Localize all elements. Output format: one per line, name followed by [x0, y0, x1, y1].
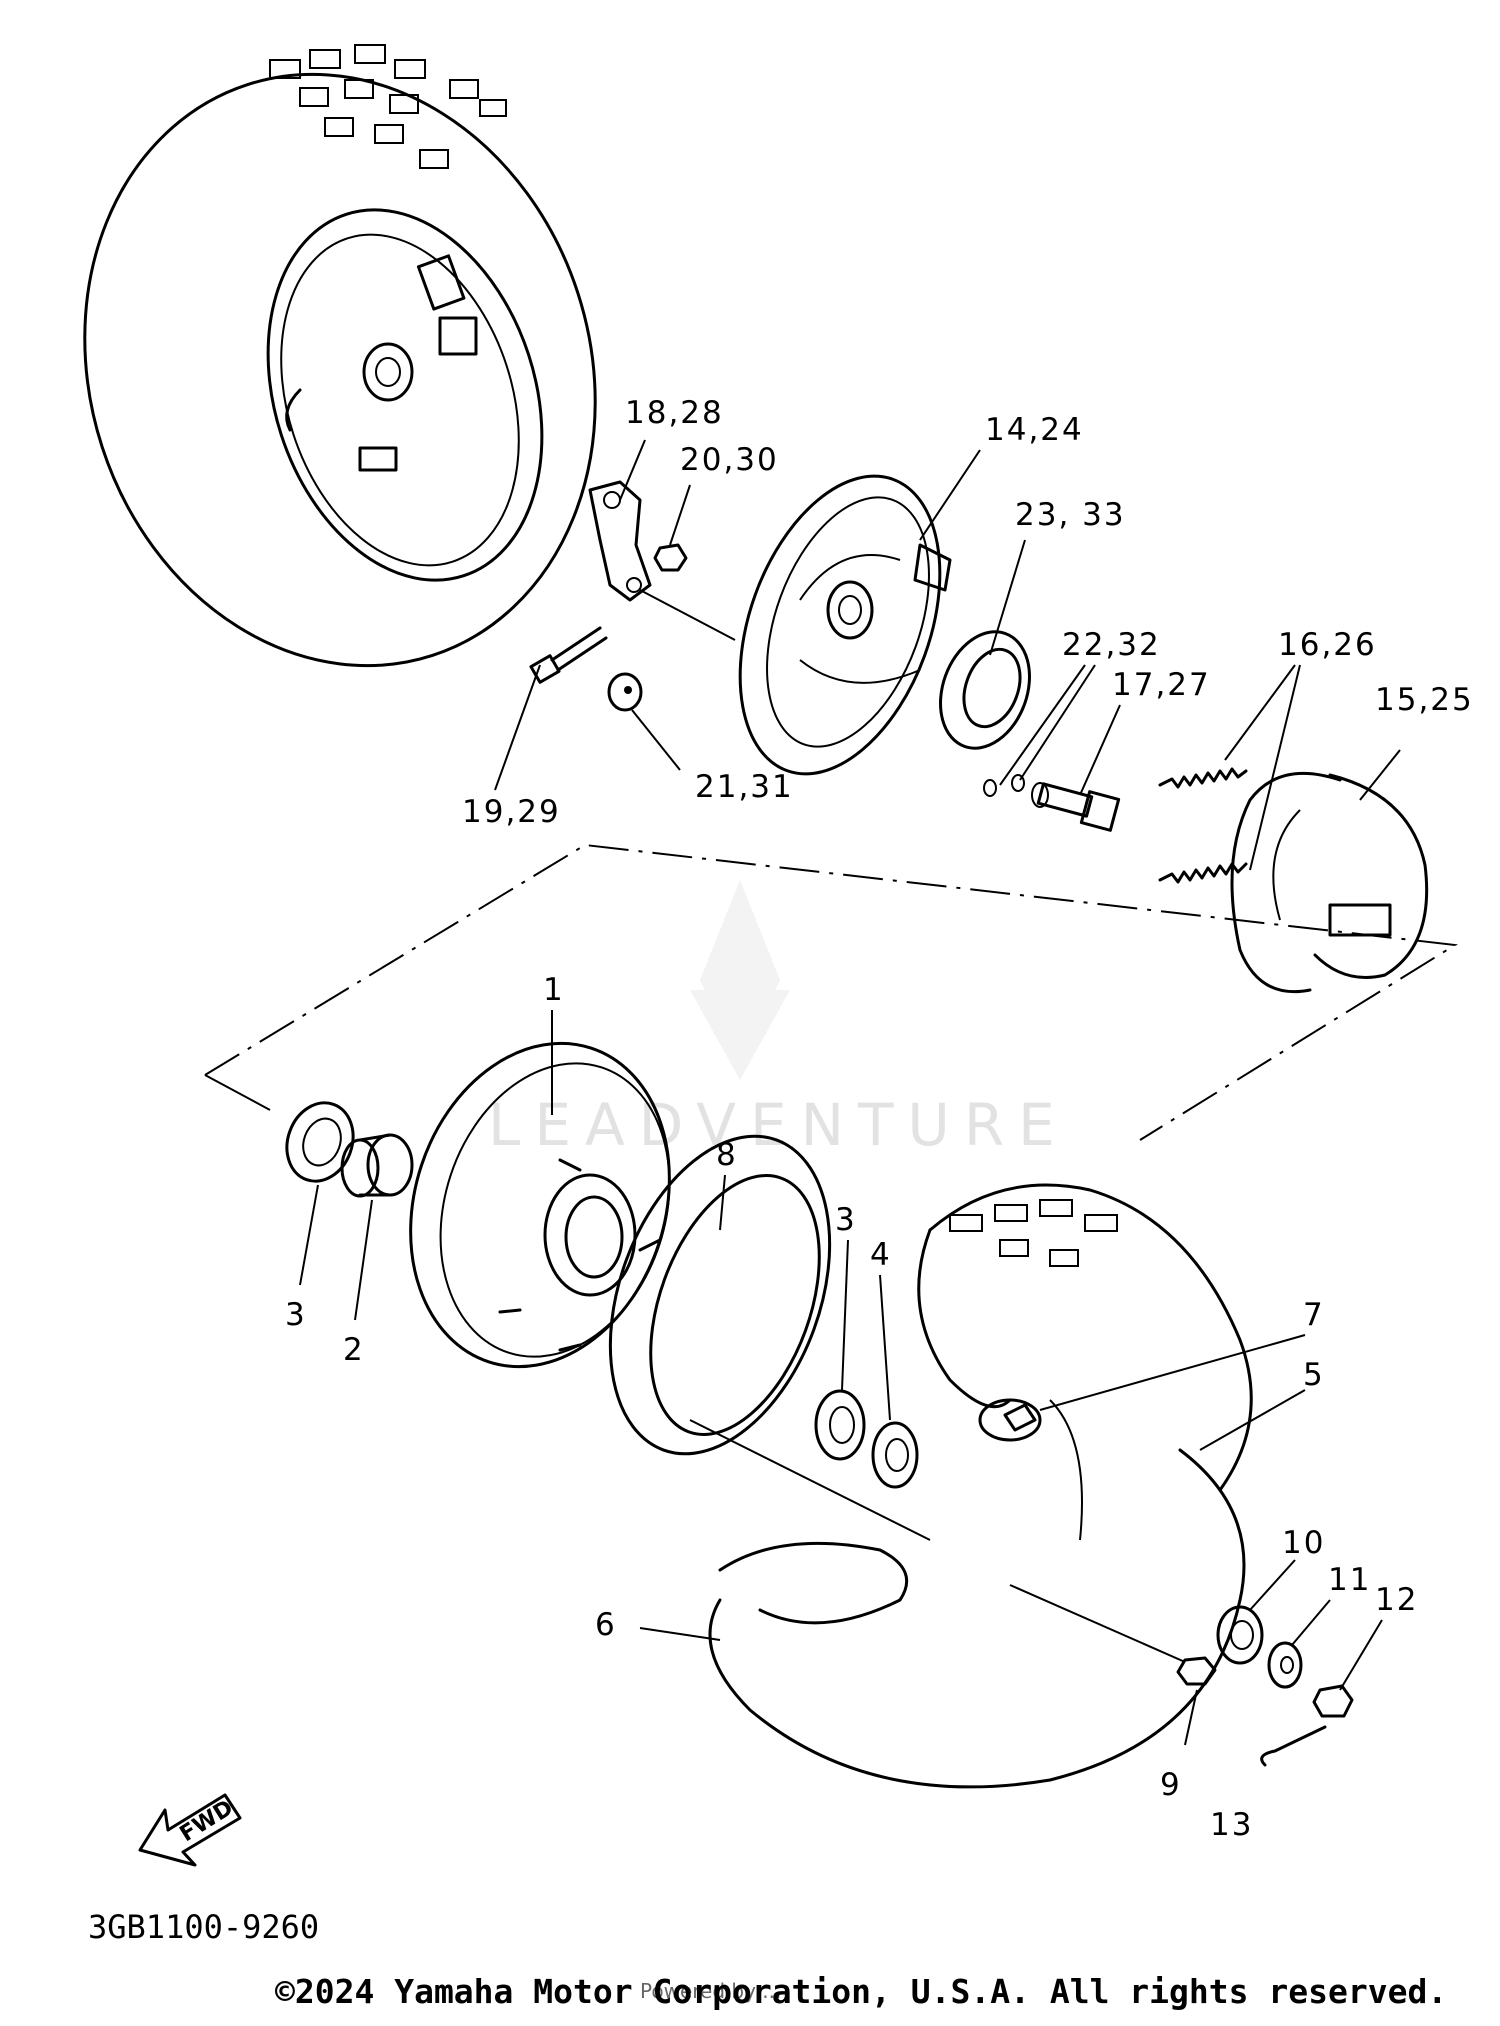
callout-22-32: 22,32	[1062, 627, 1161, 663]
callout-16-26: 16,26	[1278, 627, 1377, 663]
assembly-outline	[204, 843, 1458, 1141]
callout-20-30: 20,30	[680, 442, 779, 478]
callout-21-31: 21,31	[695, 769, 794, 805]
callout-19-29: 19,29	[462, 794, 561, 830]
callout-17-27: 17,27	[1112, 667, 1211, 703]
diagram-code: 3GB1100-9260	[88, 1908, 319, 1946]
callout-3-right: 3	[835, 1202, 857, 1238]
callout-14-24: 14,24	[985, 412, 1084, 448]
callout-4: 4	[870, 1237, 892, 1273]
nut-drawing	[653, 543, 688, 572]
brake-cam-drawing	[1031, 782, 1121, 832]
callout-7: 7	[1303, 1297, 1325, 1333]
brake-drum-hub-drawing	[409, 1041, 671, 1369]
callout-1: 1	[543, 972, 565, 1008]
hub-band-drawing	[608, 1134, 832, 1456]
axle-nut-drawing	[1176, 1656, 1217, 1686]
bearing-left-drawing	[285, 1101, 355, 1183]
tire-assembly-drawing	[83, 44, 597, 668]
springs-drawing	[1158, 767, 1248, 884]
bolt-drawing	[529, 626, 608, 684]
cotter-pin-drawing	[1260, 1725, 1327, 1767]
callout-5: 5	[1303, 1357, 1325, 1393]
watermark-text: LEADVENTURE	[488, 1091, 1069, 1159]
callout-8: 8	[716, 1137, 738, 1173]
spacer-collar-drawing	[340, 1133, 414, 1198]
callout-2: 2	[343, 1332, 365, 1368]
callout-15-25: 15,25	[1375, 682, 1474, 718]
assembly-outline-left	[204, 1074, 271, 1111]
valve-drawing	[1003, 1403, 1037, 1432]
callout-9: 9	[1160, 1767, 1182, 1803]
axle-line	[689, 1419, 931, 1541]
callout-10: 10	[1282, 1525, 1325, 1561]
copyright-notice: ©2024 Yamaha Motor Corporation, U.S.A. A…	[275, 1972, 1447, 2011]
o-rings-drawing	[983, 774, 1025, 797]
axle-line-right	[1009, 1584, 1186, 1663]
washer-small-drawing	[1267, 1641, 1303, 1689]
callout-3-left: 3	[285, 1297, 307, 1333]
bearing-small-drawing	[1216, 1605, 1264, 1665]
callout-6: 6	[595, 1607, 617, 1643]
leader-lines	[299, 439, 1401, 1746]
brake-shoes-drawing	[1230, 771, 1429, 994]
callout-18-28: 18,28	[625, 395, 724, 431]
seal-right-drawing	[871, 1421, 919, 1489]
oil-seal-drawing	[939, 630, 1031, 750]
wheel-rim-tire-drawing	[708, 1183, 1253, 1789]
fwd-arrow-icon: FWD	[138, 1793, 242, 1867]
overlay-text: Powered by ...	[640, 1979, 781, 2003]
callout-23-33: 23, 33	[1015, 497, 1126, 533]
callout-11: 11	[1328, 1562, 1371, 1598]
callout-13: 13	[1210, 1807, 1253, 1843]
brake-shoe-plate-drawing	[738, 474, 952, 776]
callout-12: 12	[1375, 1582, 1418, 1618]
castle-nut-drawing	[1312, 1684, 1354, 1718]
bearing-right-drawing	[814, 1389, 866, 1461]
watermark-logo	[690, 880, 790, 1080]
brake-arm-drawing	[588, 480, 736, 641]
washer-drawing	[607, 672, 643, 712]
